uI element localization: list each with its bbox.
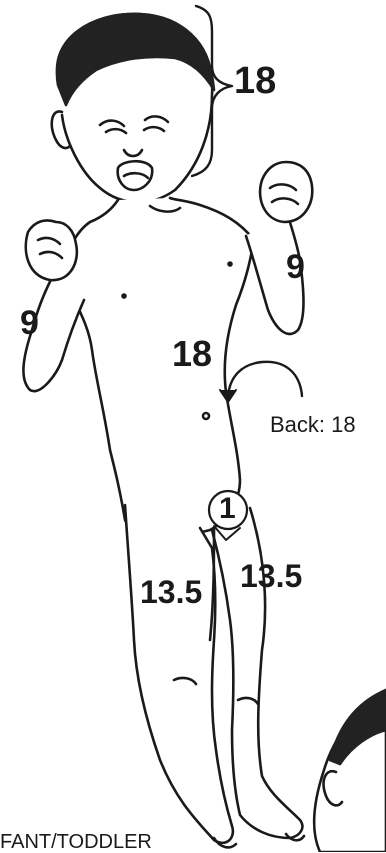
label-trunk-front-percentage: 18 bbox=[172, 336, 212, 372]
figure-caption: FANT/TODDLER bbox=[0, 832, 152, 852]
infant-head bbox=[52, 14, 214, 202]
label-left-arm-percentage: 9 bbox=[286, 250, 305, 284]
fist-image-right bbox=[260, 162, 312, 222]
label-right-arm-percentage: 9 bbox=[20, 306, 39, 340]
back-arrow bbox=[228, 362, 302, 396]
label-perineum-percentage: 1 bbox=[219, 494, 236, 524]
label-right-leg-percentage: 13.5 bbox=[140, 576, 202, 608]
label-left-leg-percentage: 13.5 bbox=[240, 560, 302, 592]
label-head-percentage: 18 bbox=[234, 62, 276, 100]
leg-image-left bbox=[125, 505, 233, 843]
label-trunk-back-percentage: Back: 18 bbox=[270, 414, 356, 436]
fist-image-left bbox=[26, 220, 77, 280]
second-figure-partial bbox=[314, 690, 386, 852]
